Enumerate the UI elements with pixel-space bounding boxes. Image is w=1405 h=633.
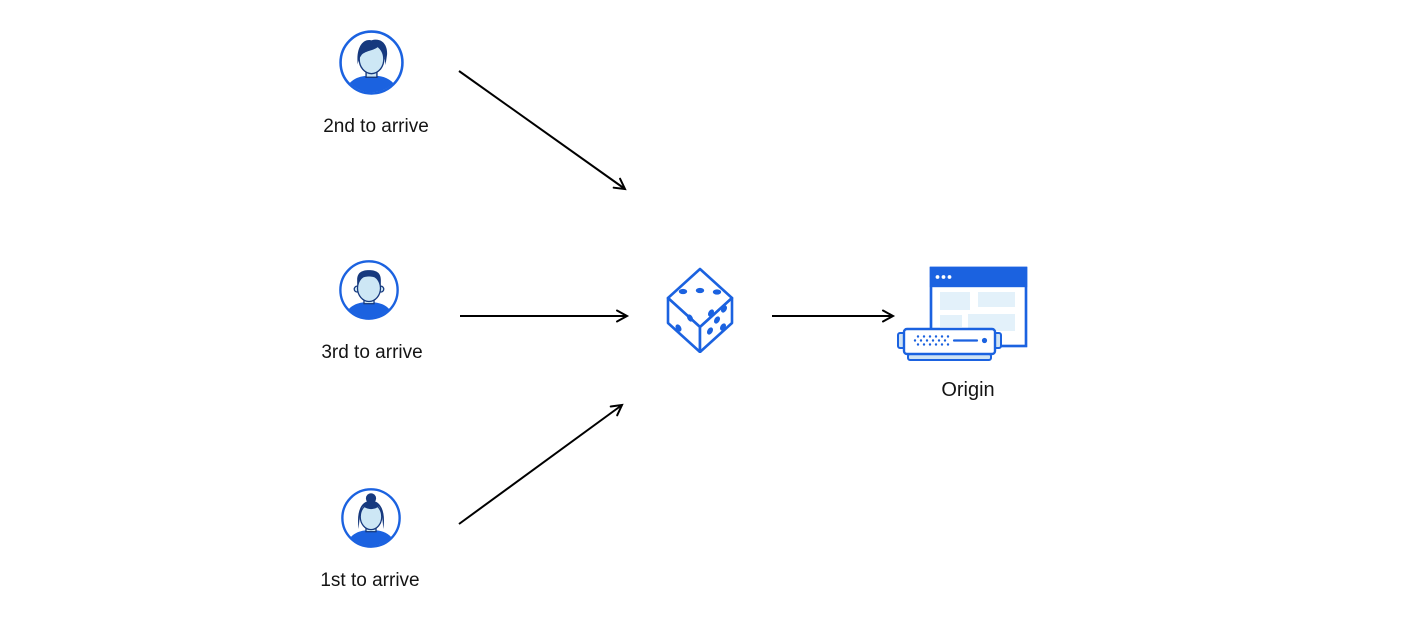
client-bottom-label: 1st to arrive bbox=[320, 570, 420, 591]
user-avatar-female-bun-icon bbox=[341, 488, 401, 548]
origin-label: Origin bbox=[941, 379, 995, 401]
arrow-client-bottom-to-dice bbox=[458, 403, 624, 525]
user-avatar-male-side-part-icon bbox=[339, 30, 404, 95]
client-middle-label: 3rd to arrive bbox=[321, 342, 423, 363]
dice-icon bbox=[666, 267, 734, 353]
arrow-client-top-to-dice bbox=[458, 70, 627, 191]
user-avatar-male-flat-top-icon bbox=[339, 260, 399, 320]
client-top-label: 2nd to arrive bbox=[323, 116, 429, 137]
server-dot-pattern bbox=[913, 335, 950, 346]
origin-server-icon bbox=[897, 266, 1028, 361]
